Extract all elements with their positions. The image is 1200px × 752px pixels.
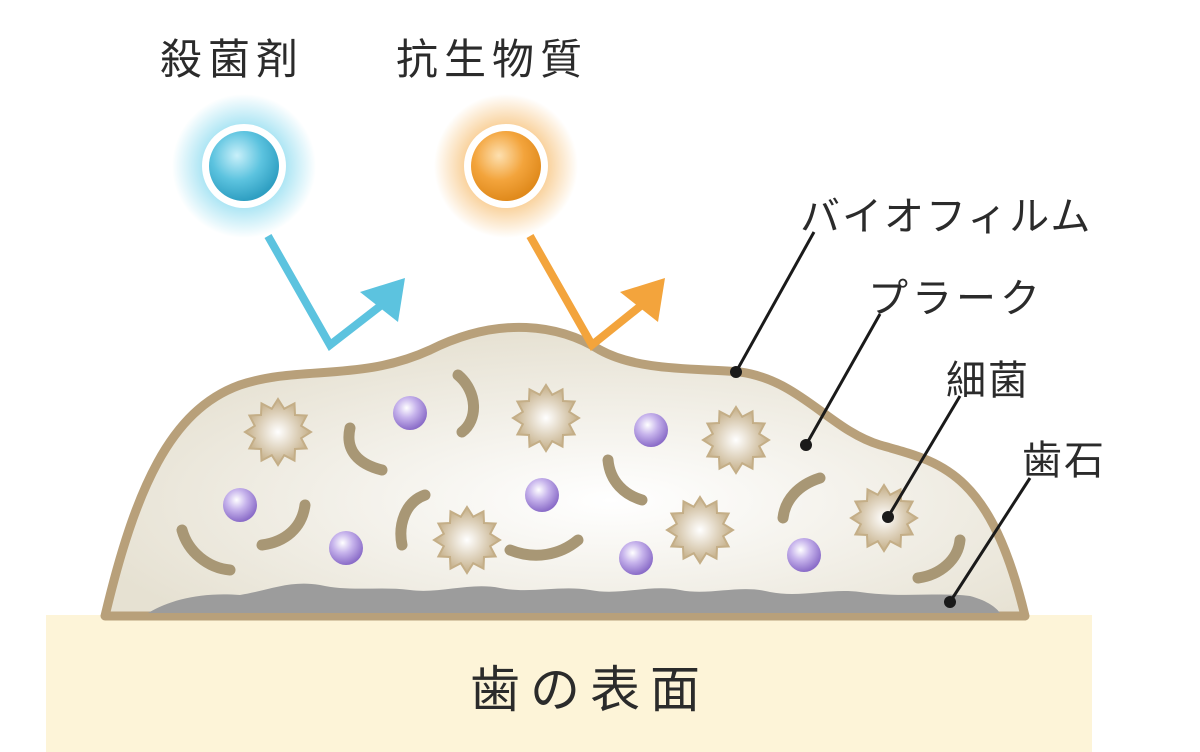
dot-plaque [800, 439, 812, 451]
disinfectant-arrow [264, 234, 405, 351]
disinfectant-label: 殺菌剤 [160, 35, 305, 84]
calculus-layer [148, 583, 1000, 613]
rod-bacterium [777, 472, 826, 524]
calculus-label: 歯石 [1022, 438, 1106, 484]
coccus [525, 478, 559, 512]
rod-bacterium [343, 422, 388, 476]
biofilm-label: バイオフィルム [800, 194, 1093, 240]
dot-calculus [944, 596, 956, 608]
spiky-bacterium [701, 405, 771, 475]
coccus [787, 538, 821, 572]
plaque-label: プラーク [868, 276, 1044, 322]
antibiotic-orb [434, 94, 578, 238]
rod-bacterium [504, 534, 584, 561]
coccus [329, 531, 363, 565]
antibiotic-label: 抗生物質 [396, 35, 589, 84]
leader-lines [734, 231, 1032, 603]
coccus [634, 413, 668, 447]
rod-bacterium [452, 369, 479, 438]
rod-bacteria-group [176, 369, 966, 584]
antibiotic-arrow [526, 234, 665, 352]
tooth-surface-label: 歯の表面 [470, 661, 710, 719]
tooth-surface [46, 615, 1092, 752]
coccus [223, 488, 257, 522]
leader-dots [730, 366, 956, 608]
coccus [619, 541, 653, 575]
coccus [393, 396, 427, 430]
rod-bacterium [395, 489, 431, 551]
leader-calculus [948, 477, 1032, 603]
spiky-bacterium [432, 505, 502, 575]
spiky-bacterium [243, 397, 313, 467]
dot-biofilm [730, 366, 742, 378]
leader-bacteria [886, 395, 962, 518]
spiky-bacterium [511, 383, 581, 453]
leader-plaque [804, 313, 882, 446]
leader-biofilm [734, 231, 816, 373]
cocci-group [223, 396, 821, 575]
bacteria-label: 細菌 [946, 358, 1030, 404]
rod-bacterium [176, 524, 236, 576]
rod-bacterium [256, 499, 311, 551]
spiky-bacteria-group [243, 383, 919, 575]
rod-bacterium [912, 534, 966, 584]
spiky-bacterium [665, 495, 735, 565]
biofilm-layer [100, 322, 1030, 621]
disinfectant-orb [172, 94, 316, 238]
rod-bacterium [602, 454, 648, 506]
dot-bacteria [882, 511, 894, 523]
